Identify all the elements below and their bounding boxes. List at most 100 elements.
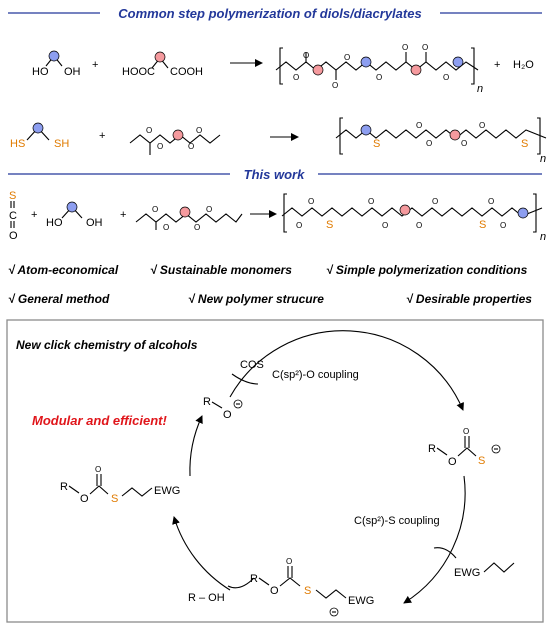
row3-cos: S C O bbox=[9, 190, 18, 242]
svg-text:O: O bbox=[416, 121, 422, 130]
svg-text:O: O bbox=[500, 221, 506, 230]
svg-text:COOH: COOH bbox=[170, 66, 203, 78]
svg-text:O: O bbox=[332, 81, 338, 90]
plus-sign: + bbox=[31, 209, 37, 221]
red-atom bbox=[179, 206, 191, 218]
svg-text:O: O bbox=[80, 493, 89, 505]
blue-atom bbox=[66, 201, 78, 213]
catalytic-cycle-arrows bbox=[172, 330, 466, 604]
svg-text:R: R bbox=[428, 443, 436, 455]
header-this-work-title: This work bbox=[244, 167, 305, 182]
svg-text:O: O bbox=[344, 53, 350, 62]
svg-text:n: n bbox=[477, 83, 483, 95]
michael-acceptor: EWG bbox=[454, 562, 515, 579]
svg-text:O: O bbox=[443, 73, 449, 82]
carbanion-intermediate: R O O S EWG bbox=[250, 557, 374, 617]
row1-diol: HO OH bbox=[32, 50, 81, 78]
svg-text:O: O bbox=[463, 427, 469, 436]
svg-text:O: O bbox=[416, 221, 422, 230]
blue-atom bbox=[517, 207, 529, 219]
svg-text:O: O bbox=[368, 197, 374, 206]
svg-text:O: O bbox=[422, 43, 428, 52]
feature-atom-economical: √ Atom-economical bbox=[8, 263, 119, 277]
plus-sign: + bbox=[494, 59, 500, 71]
svg-text:S: S bbox=[111, 493, 118, 505]
red-atom bbox=[312, 64, 324, 76]
cycle-tagline: Modular and efficient! bbox=[32, 413, 167, 428]
svg-text:O: O bbox=[382, 221, 388, 230]
svg-text:EWG: EWG bbox=[154, 485, 180, 497]
svg-text:O: O bbox=[286, 557, 292, 566]
plus-sign: + bbox=[92, 59, 98, 71]
svg-text:HOOC: HOOC bbox=[122, 66, 155, 78]
svg-text:S: S bbox=[478, 455, 485, 467]
step-co-coupling: C(sp²)-O coupling bbox=[272, 369, 359, 381]
row3-polythiocarbonate: O O S O O O O S O O n bbox=[281, 193, 546, 243]
svg-text:HS: HS bbox=[10, 138, 25, 150]
svg-text:O: O bbox=[293, 73, 299, 82]
svg-text:O: O bbox=[479, 121, 485, 130]
svg-text:n: n bbox=[540, 231, 546, 243]
row1-diacid: HOOC COOH bbox=[122, 51, 203, 78]
svg-text:O: O bbox=[270, 585, 279, 597]
svg-text:O: O bbox=[95, 465, 101, 474]
reagent-cos: COS bbox=[240, 359, 264, 371]
svg-text:S: S bbox=[9, 190, 16, 202]
svg-text:O: O bbox=[376, 73, 382, 82]
svg-text:O: O bbox=[196, 126, 202, 135]
row3-diacrylate: O O O O bbox=[135, 205, 243, 232]
svg-text:O: O bbox=[296, 221, 302, 230]
svg-text:O: O bbox=[488, 197, 494, 206]
byproduct-water: H₂O bbox=[513, 59, 534, 71]
svg-text:O: O bbox=[432, 197, 438, 206]
svg-text:OH: OH bbox=[86, 217, 103, 229]
svg-text:O: O bbox=[308, 197, 314, 206]
feature-sustainable-monomers: √ Sustainable monomers bbox=[150, 263, 292, 277]
header-this-work-section: This work bbox=[8, 167, 542, 182]
red-atom bbox=[154, 51, 166, 63]
row3-diol: HO OH bbox=[46, 201, 103, 229]
row2-polymer: S O O O O S n bbox=[335, 117, 547, 165]
plus-sign: + bbox=[120, 209, 126, 221]
red-atom bbox=[449, 129, 461, 141]
svg-text:S: S bbox=[521, 138, 528, 150]
svg-text:HO: HO bbox=[32, 66, 49, 78]
feature-desirable-properties: √ Desirable properties bbox=[406, 292, 532, 306]
svg-text:O: O bbox=[223, 409, 232, 421]
svg-text:S: S bbox=[479, 219, 486, 231]
svg-text:O: O bbox=[206, 205, 212, 214]
svg-text:OH: OH bbox=[64, 66, 81, 78]
plus-sign: + bbox=[99, 130, 105, 142]
alkoxide: R O bbox=[203, 396, 243, 421]
svg-text:HO: HO bbox=[46, 217, 63, 229]
header-common-section: Common step polymerization of diols/diac… bbox=[8, 6, 542, 21]
cycle-title: New click chemistry of alcohols bbox=[16, 338, 198, 352]
svg-text:EWG: EWG bbox=[348, 595, 374, 607]
blue-atom bbox=[452, 56, 464, 68]
blue-atom bbox=[360, 124, 372, 136]
features-list: √ Atom-economical √ Sustainable monomers… bbox=[8, 263, 532, 306]
header-common-title: Common step polymerization of diols/diac… bbox=[118, 6, 421, 21]
svg-text:O: O bbox=[146, 126, 152, 135]
svg-text:O: O bbox=[157, 142, 163, 151]
blue-atom bbox=[48, 50, 60, 62]
xanthate-anion: R O O S bbox=[428, 427, 501, 468]
svg-text:O: O bbox=[188, 142, 194, 151]
svg-text:n: n bbox=[540, 153, 546, 165]
red-atom bbox=[410, 64, 422, 76]
svg-text:R: R bbox=[60, 481, 68, 493]
svg-text:O: O bbox=[461, 139, 467, 148]
svg-text:EWG: EWG bbox=[454, 567, 480, 579]
svg-text:O: O bbox=[448, 456, 457, 468]
row2-diacrylate: O O O O bbox=[129, 126, 221, 155]
svg-text:O: O bbox=[194, 223, 200, 232]
feature-general-method: √ General method bbox=[8, 292, 110, 306]
svg-text:SH: SH bbox=[54, 138, 69, 150]
svg-text:S: S bbox=[304, 585, 311, 597]
svg-text:R: R bbox=[250, 573, 258, 585]
svg-text:O: O bbox=[163, 223, 169, 232]
cycle-box bbox=[6, 319, 544, 623]
svg-text:S: S bbox=[326, 219, 333, 231]
svg-text:S: S bbox=[373, 138, 380, 150]
